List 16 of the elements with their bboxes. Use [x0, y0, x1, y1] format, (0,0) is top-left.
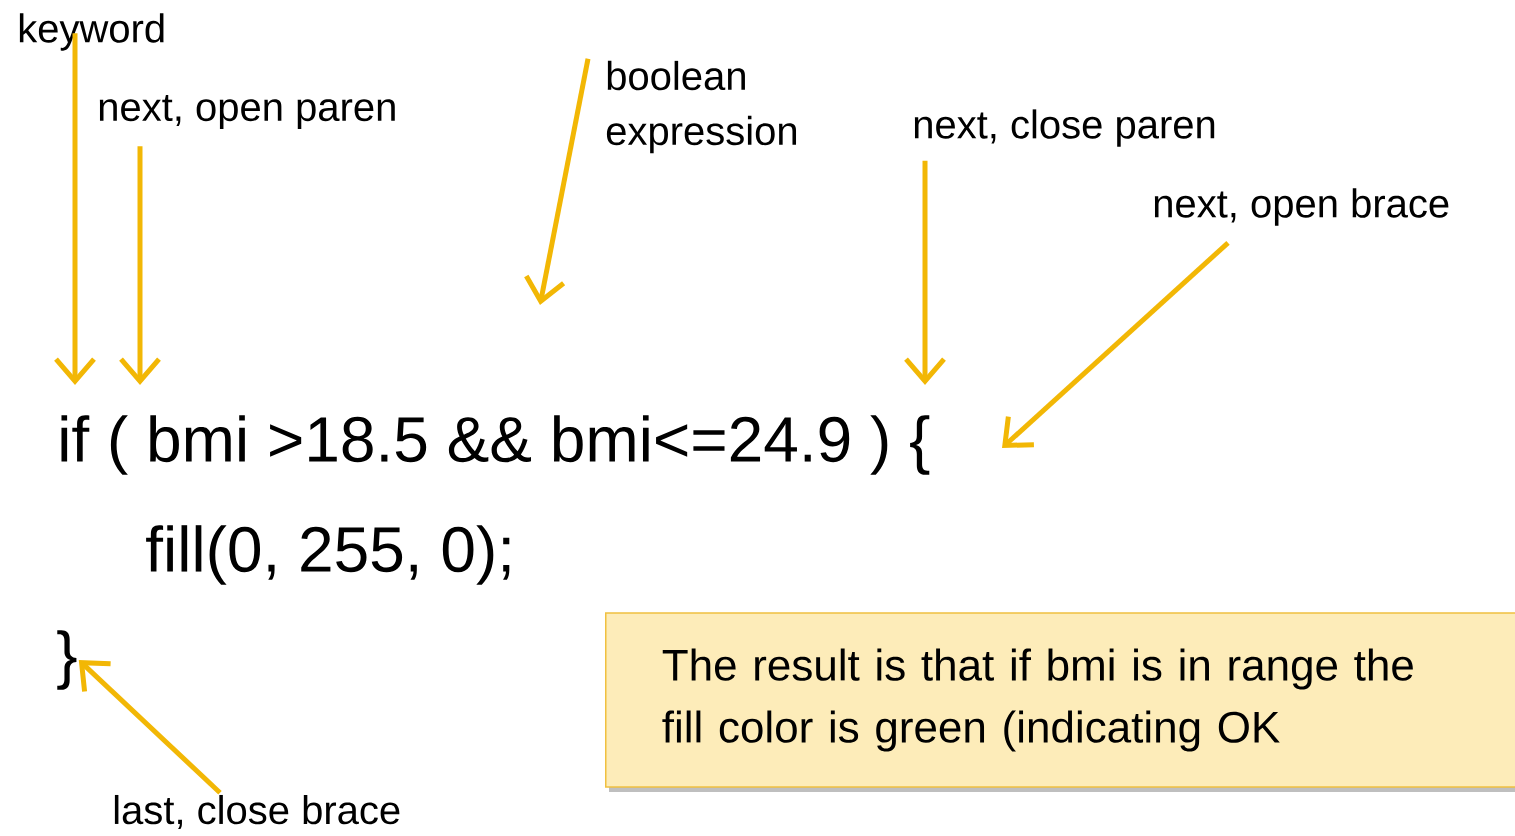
leader-arrow: [119, 146, 161, 385]
annotation-label: next, close paren: [914, 109, 1215, 147]
annotation-label: boolean expression: [606, 60, 796, 154]
annotation-label: last, close brace: [114, 794, 400, 830]
leader-arrow: [78, 660, 222, 795]
annotation-label: next, open paren: [99, 94, 395, 130]
leader-arrow: [524, 58, 591, 305]
code-line: fill(0, 255, 0);: [146, 525, 510, 585]
callout-box: The result is that if bmi is in range the fill color is green (indicating OK: [605, 612, 1515, 792]
annotation-label: next, open brace: [1154, 188, 1449, 226]
leader-arrow: [904, 160, 946, 385]
annotation-label: keyword: [19, 13, 164, 51]
leader-arrow: [1002, 241, 1230, 448]
leader-arrow: [54, 33, 96, 385]
code-brace: }: [57, 630, 77, 690]
code-line: if ( bmi >18.5 && bmi<=24.9 ) {: [61, 415, 930, 475]
